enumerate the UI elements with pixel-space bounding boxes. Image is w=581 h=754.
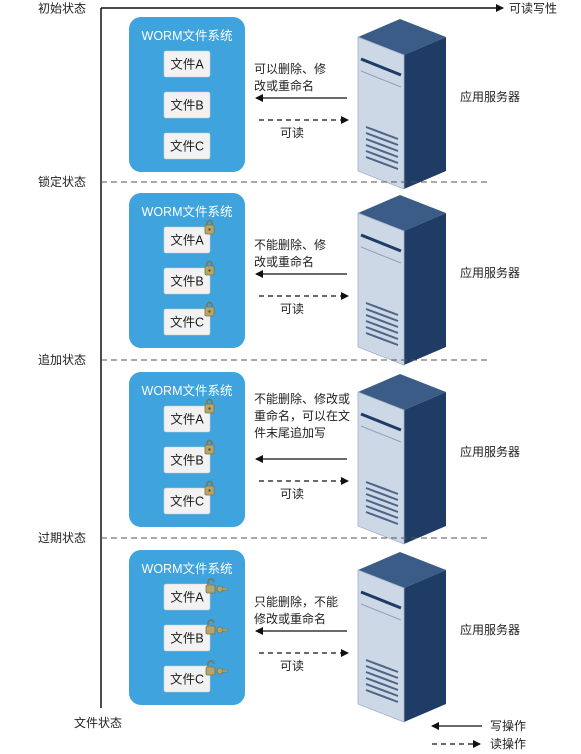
server-icon xyxy=(357,374,446,545)
state-label: 初始状态 xyxy=(38,2,86,16)
write-permission-text: 重命名，可以在文 xyxy=(254,408,350,423)
file-label: 文件C xyxy=(170,494,204,509)
file-label: 文件A xyxy=(170,412,204,427)
write-permission-text: 不能删除、修 xyxy=(254,237,326,252)
file-item: 文件A xyxy=(163,50,211,78)
unlocked-lock-icon xyxy=(205,619,229,635)
read-permission-text: 可读 xyxy=(280,659,304,673)
file-label: 文件B xyxy=(170,631,203,646)
server-label: 应用服务器 xyxy=(460,622,520,637)
state-rows: 初始状态WORM文件系统文件A文件B文件C可以删除、修改或重命名可读应用服务器锁… xyxy=(38,2,520,723)
file-label: 文件B xyxy=(170,98,203,113)
write-permission-text: 只能删除，不能 xyxy=(254,594,338,609)
lock-icon xyxy=(204,260,215,276)
file-label: 文件C xyxy=(170,315,204,330)
lock-icon xyxy=(204,301,215,317)
server-icon xyxy=(357,19,446,190)
file-item: 文件C xyxy=(163,132,211,160)
write-permission-text: 可以删除、修 xyxy=(254,61,326,76)
state-label: 锁定状态 xyxy=(38,174,86,189)
server-label: 应用服务器 xyxy=(460,265,520,280)
file-label: 文件A xyxy=(170,57,204,72)
axis-top-label: 可读写性 xyxy=(509,2,557,16)
file-item: 文件A xyxy=(163,578,229,611)
filesystem-title: WORM文件系统 xyxy=(142,383,233,398)
lock-icon xyxy=(204,398,215,414)
file-item: 文件B xyxy=(163,439,215,474)
file-label: 文件B xyxy=(170,453,203,468)
server-icon xyxy=(357,195,446,366)
server-label: 应用服务器 xyxy=(460,89,520,104)
state-label: 追加状态 xyxy=(38,352,86,367)
write-permission-text: 修改或重命名 xyxy=(254,611,326,626)
lock-icon xyxy=(204,439,215,455)
lock-icon xyxy=(204,480,215,496)
file-label: 文件A xyxy=(170,590,204,605)
read-permission-text: 可读 xyxy=(280,126,304,140)
file-label: 文件C xyxy=(170,672,204,687)
file-label: 文件C xyxy=(170,139,204,154)
state-label: 过期状态 xyxy=(38,531,86,545)
file-item: 文件C xyxy=(163,660,229,693)
legend-write-label: 写操作 xyxy=(490,718,526,733)
legend: 写操作 读操作 xyxy=(431,718,526,751)
server-label: 应用服务器 xyxy=(460,444,520,459)
file-item: 文件B xyxy=(163,260,215,295)
write-permission-text: 件末尾追加写 xyxy=(254,425,326,440)
write-permission-text: 改或重命名 xyxy=(254,254,314,269)
legend-read-label: 读操作 xyxy=(490,736,526,751)
file-label: 文件A xyxy=(170,233,204,248)
axis-bottom-label: 文件状态 xyxy=(74,715,122,730)
write-permission-text: 改或重命名 xyxy=(254,78,314,93)
read-permission-text: 可读 xyxy=(280,487,304,501)
file-item: 文件B xyxy=(163,619,229,652)
lock-icon xyxy=(204,219,215,235)
unlocked-lock-icon xyxy=(205,578,229,594)
file-label: 文件B xyxy=(170,274,203,289)
write-permission-text: 不能删除、修改或 xyxy=(254,391,350,406)
read-permission-text: 可读 xyxy=(280,302,304,316)
file-item: 文件C xyxy=(163,301,215,336)
filesystem-title: WORM文件系统 xyxy=(142,204,233,219)
file-item: 文件A xyxy=(163,398,215,433)
server-icon xyxy=(357,552,446,723)
file-item: 文件A xyxy=(163,219,215,254)
file-item: 文件B xyxy=(163,91,211,119)
file-item: 文件C xyxy=(163,480,215,515)
filesystem-title: WORM文件系统 xyxy=(142,561,233,576)
unlocked-lock-icon xyxy=(205,660,229,676)
filesystem-title: WORM文件系统 xyxy=(142,28,233,43)
